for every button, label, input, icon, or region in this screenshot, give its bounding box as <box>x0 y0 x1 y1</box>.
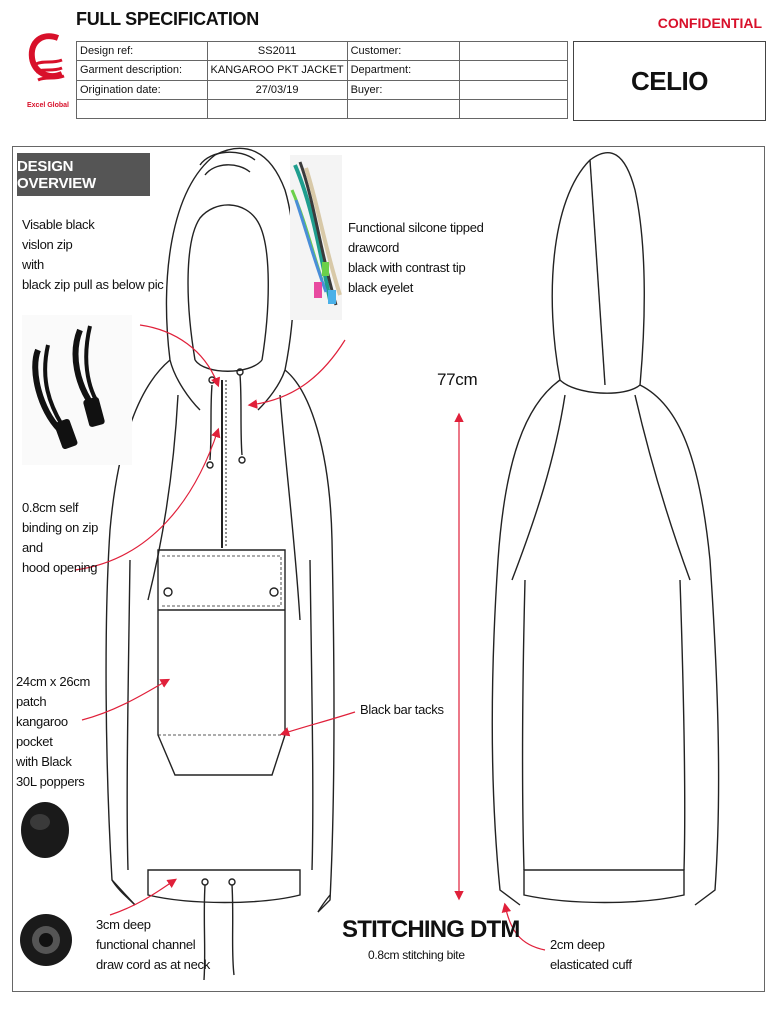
note-line: black with contrast tip <box>348 260 466 275</box>
note-line: vislon zip <box>22 237 73 252</box>
popper-photo <box>20 802 72 966</box>
design-frame <box>12 146 765 992</box>
note-line: 2cm deep <box>550 937 605 952</box>
channel-note: 3cm deep functional channel draw cord as… <box>96 915 236 975</box>
binding-note: 0.8cm self binding on zip and hood openi… <box>22 498 122 578</box>
note-line: Functional silcone tipped drawcord <box>348 220 484 255</box>
note-line: black eyelet <box>348 280 414 295</box>
spec-label: Origination date: <box>76 79 208 100</box>
note-line: 3cm deep <box>96 917 151 932</box>
note-line: with <box>22 257 44 272</box>
length-label: 77cm <box>437 370 478 389</box>
company-logo: Excel Global <box>22 28 72 118</box>
front-view-sketch <box>105 147 335 981</box>
note-line: patch kangaroo <box>16 694 68 729</box>
drawcord-photo <box>290 155 342 320</box>
note-line: black zip pull as below pic <box>22 277 164 292</box>
table-row <box>76 98 568 120</box>
spec-value: 27/03/19 <box>206 79 348 100</box>
spec-label: Design ref: <box>76 40 208 62</box>
callout-arrows <box>74 324 546 951</box>
logo-mark-icon <box>28 33 65 82</box>
note-line: pocket <box>16 734 53 749</box>
table-row: Origination date: 27/03/19 Buyer: <box>76 79 568 100</box>
cuff-note: 2cm deep elasticated cuff <box>550 935 660 975</box>
pocket-note: 24cm x 26cm patch kangaroo pocket with B… <box>16 672 96 792</box>
note-line: hood opening <box>22 560 98 575</box>
page-title: FULL SPECIFICATION <box>76 9 259 29</box>
spec-label: Customer: <box>346 40 461 62</box>
logo-text: Excel Global <box>26 102 70 109</box>
brand-name: CELIO <box>631 65 708 96</box>
spec-label: Department: <box>346 60 461 81</box>
back-view-sketch <box>491 151 720 906</box>
spec-value: SS2011 <box>206 40 348 62</box>
brand-box: CELIO <box>573 41 766 121</box>
note-line: functional channel <box>96 937 196 952</box>
spec-label: Buyer: <box>346 79 461 100</box>
spec-table: Design ref: SS2011 Customer: Garment des… <box>76 40 568 120</box>
stitching-title: STITCHING DTM <box>342 916 520 943</box>
confidential-label: CONFIDENTIAL <box>657 15 762 31</box>
stitching-subtitle: 0.8cm stitching bite <box>368 948 465 962</box>
table-row: Design ref: SS2011 Customer: <box>76 40 568 62</box>
design-overview-badge: DESIGN OVERVIEW <box>17 153 150 196</box>
spec-value <box>206 98 348 120</box>
spec-value <box>459 40 568 62</box>
drawcord-note: Functional silcone tipped drawcord black… <box>348 218 528 298</box>
note-line: Visable black <box>22 217 95 232</box>
spec-value: KANGAROO PKT JACKET <box>206 60 348 81</box>
zip-note: Visable black vislon zip with black zip … <box>22 215 172 295</box>
note-line: draw cord as at neck <box>96 957 210 972</box>
bartacks-note: Black bar tacks <box>360 702 444 717</box>
note-line: 30L poppers <box>16 774 85 789</box>
spec-value <box>459 98 568 120</box>
zip-pull-photo <box>22 315 132 465</box>
note-line: with Black <box>16 754 72 769</box>
note-line: 0.8cm self <box>22 500 79 515</box>
note-line: 24cm x 26cm <box>16 674 91 689</box>
note-line: binding on zip and <box>22 520 99 555</box>
note-line: elasticated cuff <box>550 957 632 972</box>
